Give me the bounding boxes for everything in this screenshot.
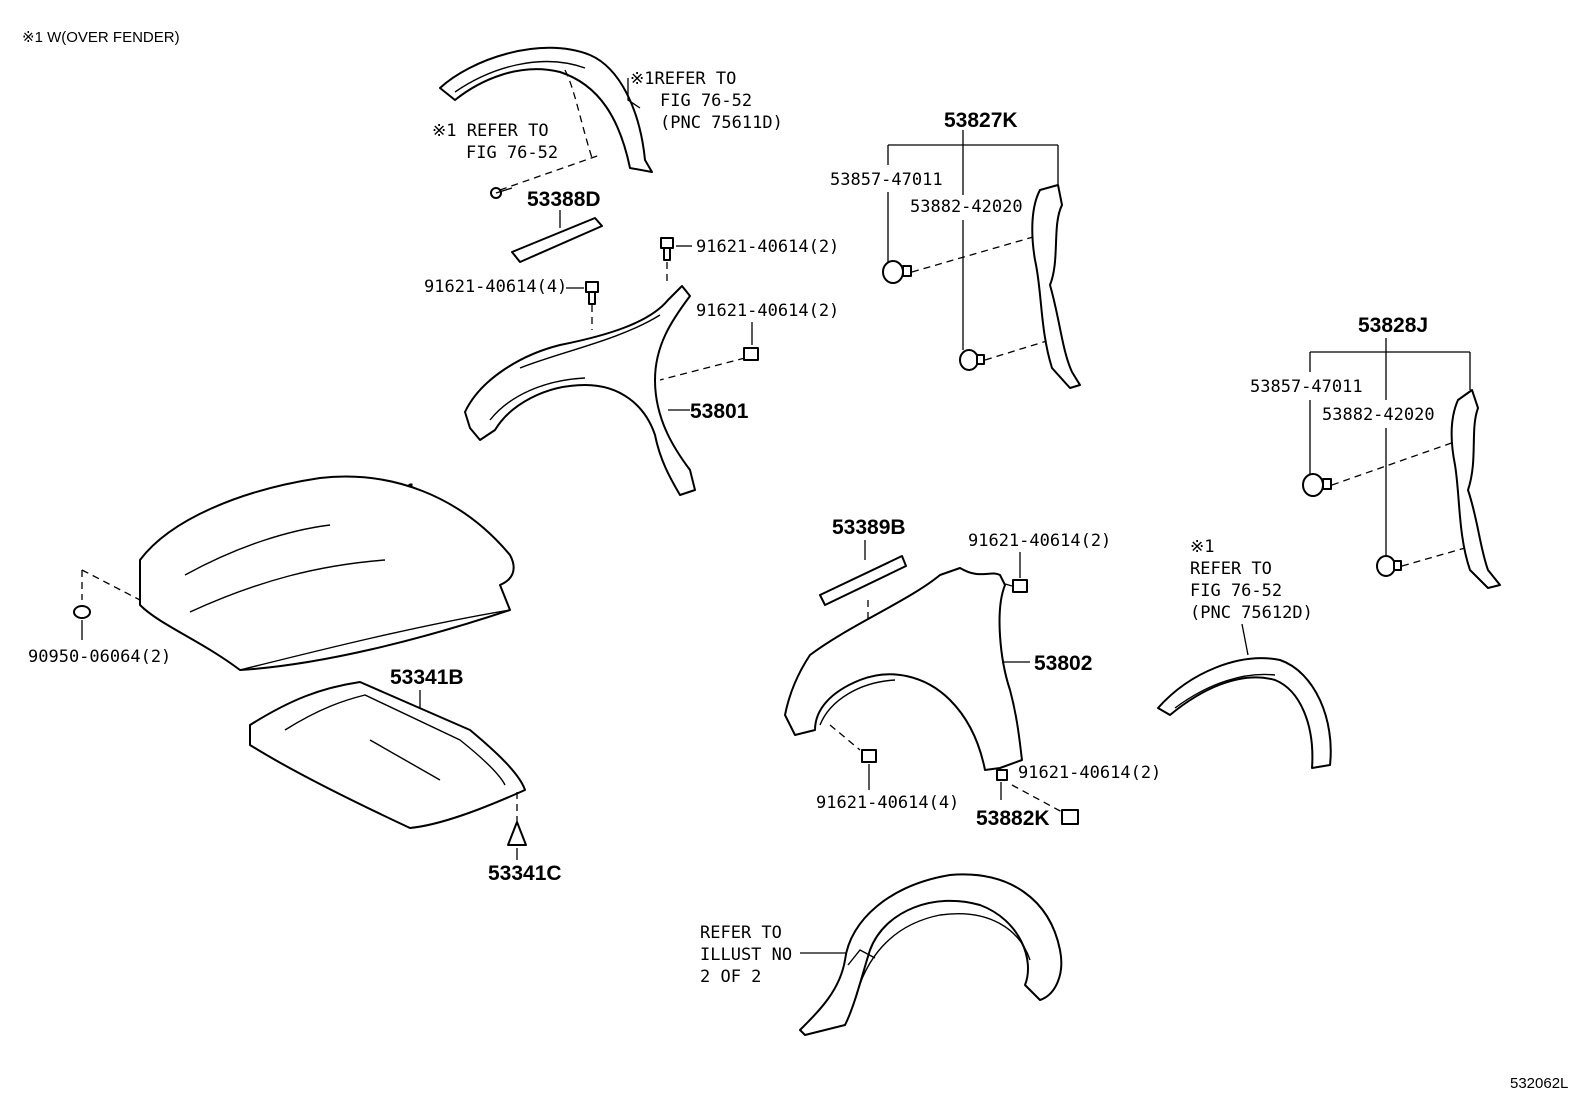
fender-53802 <box>784 567 1023 771</box>
label-53857-a: 53857-47011 <box>830 170 943 190</box>
ref-top-right-line3: (PNC 75611D) <box>660 113 783 133</box>
ref-top-right-line2: FIG 76-52 <box>660 91 752 111</box>
label-53882K: 53882K <box>976 807 1050 830</box>
ref-right-line4: (PNC 75612D) <box>1190 603 1313 623</box>
ref-right-line2: REFER TO <box>1190 559 1272 579</box>
label-53801: 53801 <box>690 400 749 423</box>
clip-icon <box>959 349 985 371</box>
ref-liner-line2: ILLUST NO <box>700 945 792 965</box>
hood-53301 <box>139 475 515 671</box>
label-53857-b: 53857-47011 <box>1250 377 1363 397</box>
label-53802: 53802 <box>1034 652 1092 675</box>
seal-53389B <box>819 555 907 606</box>
clip-icon <box>1376 555 1402 577</box>
clip-icon <box>996 769 1008 781</box>
label-90950: 90950-06064(2) <box>28 647 171 667</box>
over-fender-left <box>439 46 653 173</box>
ref-top-left-line2: FIG 76-52 <box>466 143 558 163</box>
header-note: ※1 W(OVER FENDER) <box>22 29 180 46</box>
label-bolt-bottom-2: 91621-40614(2) <box>1018 763 1161 783</box>
ref-right-line3: FIG 76-52 <box>1190 581 1282 601</box>
seal-53388D <box>511 217 603 263</box>
fender-liner <box>799 873 1063 1036</box>
bracket-53828J <box>1450 389 1501 589</box>
insulator-53341B <box>249 681 526 829</box>
ref-liner-line3: 2 OF 2 <box>700 967 761 987</box>
label-53341C: 53341C <box>488 862 562 885</box>
ref-right-line1: ※1 <box>1190 537 1214 557</box>
ref-liner-line1: REFER TO <box>700 923 782 943</box>
label-53341B: 53341B <box>390 666 464 689</box>
bolt-icon <box>743 347 759 361</box>
fender-53801 <box>464 285 696 496</box>
screw-icon <box>490 187 513 199</box>
over-fender-right <box>1157 657 1332 769</box>
clip-icon <box>507 821 527 846</box>
label-bolt-mid-2: 91621-40614(2) <box>968 531 1111 551</box>
ref-top-right-line1: ※1REFER TO <box>630 69 736 89</box>
label-53388D: 53388D <box>527 188 601 211</box>
grommet-icon <box>73 605 91 619</box>
footer-code: 532062L <box>1510 1075 1568 1092</box>
bolt-icon <box>660 237 674 261</box>
label-53882-b: 53882-42020 <box>1322 405 1435 425</box>
bolt-icon <box>585 281 599 305</box>
clip-icon <box>882 260 912 284</box>
label-53828J: 53828J <box>1358 314 1428 337</box>
label-bolt-top-2: 91621-40614(2) <box>696 237 839 257</box>
ref-top-left-line1: ※1 REFER TO <box>432 121 549 141</box>
label-53827K: 53827K <box>944 109 1018 132</box>
label-bolt-bottom-4: 91621-40614(4) <box>816 793 959 813</box>
label-53882-a: 53882-42020 <box>910 197 1023 217</box>
label-bolt-left-4: 91621-40614(4) <box>424 277 567 297</box>
label-53389B: 53389B <box>832 516 906 539</box>
bolt-icon <box>1012 579 1028 593</box>
clip-icon <box>1302 473 1332 497</box>
bolt-icon <box>1061 809 1079 825</box>
label-bolt-right-2: 91621-40614(2) <box>696 301 839 321</box>
bracket-53827K <box>1031 184 1081 389</box>
bolt-icon <box>861 749 877 763</box>
